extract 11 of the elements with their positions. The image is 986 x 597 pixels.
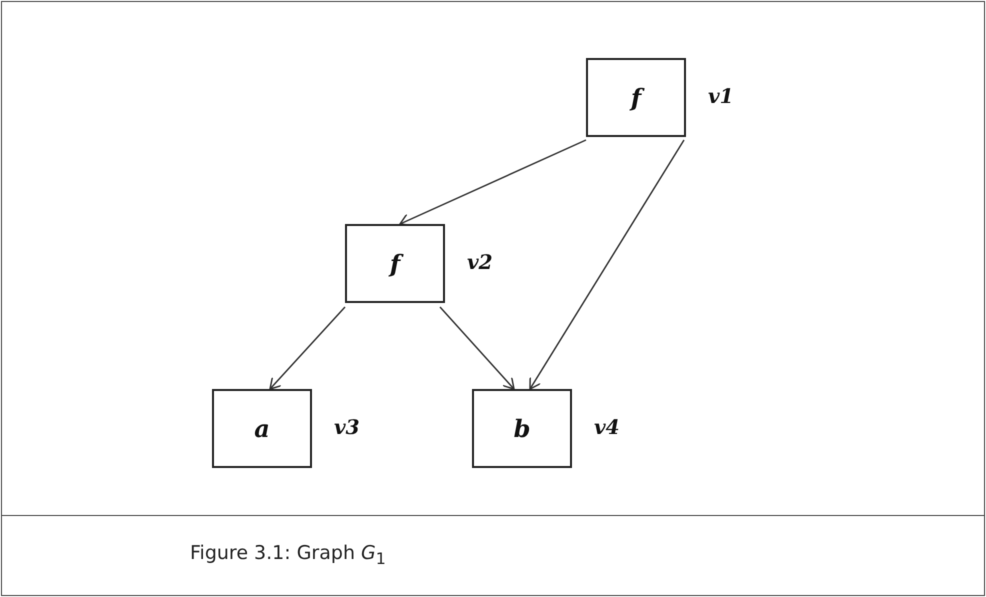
- node-label: a: [254, 414, 270, 443]
- arrow: [529, 140, 685, 390]
- arrow: [269, 306, 346, 390]
- vertex-name: v1: [708, 84, 734, 108]
- arrow: [399, 139, 586, 226]
- vertex-name: v3: [334, 415, 360, 439]
- arrow: [439, 306, 515, 390]
- node-label: b: [514, 414, 530, 443]
- figure-caption: Figure 3.1: Graph G$_{1}$: [190, 542, 386, 568]
- vertex-name: v4: [594, 415, 620, 439]
- vertex-name: v2: [467, 250, 493, 274]
